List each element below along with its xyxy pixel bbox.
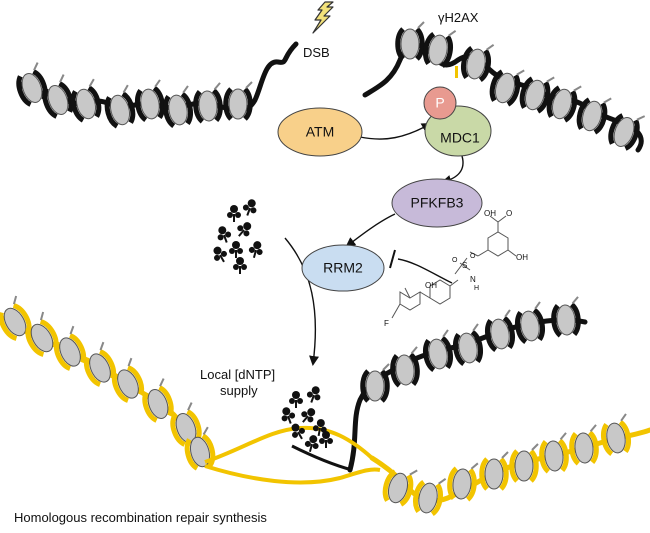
- dntp-molecule-icon: [291, 423, 305, 440]
- inhibitor-atom-labels: OH O OH OH S O O N H F: [384, 209, 528, 328]
- arrow-dntp-supply: [284, 237, 319, 366]
- dntp-molecule-icon: [281, 407, 296, 424]
- rrm2-node: RRM2: [301, 244, 385, 292]
- dntp-molecule-icon: [233, 257, 247, 274]
- atom-s: S: [462, 261, 467, 270]
- nucleosome: [539, 432, 569, 474]
- atom-o2: O: [452, 257, 458, 264]
- nucleosome: [515, 301, 545, 345]
- nucleosome: [135, 79, 165, 123]
- nucleosome: [519, 76, 555, 114]
- pfkfb3-label: PFKFB3: [411, 195, 464, 211]
- atom-n: N: [470, 275, 476, 284]
- rrm2-label: RRM2: [323, 260, 363, 276]
- nucleosome: [461, 43, 495, 83]
- atom-oh-top: OH: [484, 209, 496, 218]
- gamma-h2ax-label: γH2AX: [438, 10, 479, 25]
- inhibition-to-rrm2: [397, 258, 453, 284]
- nucleosome: [54, 325, 86, 371]
- nucleosome: [479, 451, 509, 491]
- nucleosome: [453, 323, 483, 367]
- dntp-molecule-icon: [319, 431, 333, 448]
- nucleosome: [112, 357, 144, 403]
- atom-o-top: O: [506, 209, 512, 218]
- nucleosome: [223, 81, 253, 121]
- dntp-cluster-upper: [213, 199, 263, 274]
- nucleosome: [423, 329, 453, 373]
- inhibition-bar: [389, 249, 396, 269]
- nucleosome: [163, 85, 193, 129]
- lightning-bolt-icon: [312, 1, 334, 34]
- nucleosome: [42, 74, 74, 119]
- nucleosome: [489, 69, 525, 107]
- dntp-molecule-icon: [289, 391, 303, 408]
- nucleosome: [390, 346, 420, 388]
- caption: Homologous recombination repair synthesi…: [14, 510, 267, 525]
- inhibitor-structure-icon: [391, 215, 517, 319]
- nucleosome: [608, 113, 646, 151]
- nucleosome: [193, 82, 223, 124]
- nucleosome: [551, 296, 581, 338]
- atm-node: ATM: [277, 107, 363, 157]
- dntp-molecule-icon: [306, 386, 321, 403]
- nucleosome: [413, 477, 447, 517]
- nucleosome: [142, 378, 174, 423]
- atm-label: ATM: [306, 124, 335, 140]
- dntp-molecule-icon: [242, 199, 257, 216]
- dntp-molecule-icon: [227, 205, 241, 222]
- dsb-label: DSB: [303, 45, 330, 60]
- arrow-mdc1-to-pfkfb3: [441, 155, 464, 185]
- lower-invading-chromatin: [347, 296, 588, 473]
- homologous-template-chromatin-right: [369, 413, 650, 517]
- nucleosome: [360, 363, 390, 403]
- nucleosome: [395, 21, 425, 61]
- nucleosome: [423, 29, 457, 69]
- pfkfb3-node: PFKFB3: [391, 178, 483, 228]
- dntp-molecule-icon: [229, 241, 243, 258]
- nucleosome: [601, 413, 631, 457]
- atom-oh-right: OH: [516, 253, 528, 262]
- nucleosome: [485, 309, 515, 353]
- gh2ax-mark: [455, 66, 458, 78]
- homologous-template-chromatin-left: [0, 295, 216, 471]
- nucleosome: [382, 469, 418, 507]
- nucleosome: [184, 426, 216, 471]
- local-dntp-label-line1: Local [dNTP]: [200, 367, 275, 382]
- nucleosome: [576, 97, 612, 135]
- dntp-molecule-icon: [304, 435, 319, 452]
- dntp-cluster-lower: [281, 386, 333, 452]
- d-loop: [204, 425, 381, 485]
- phospho-label: P: [435, 95, 444, 111]
- nucleosome: [509, 443, 539, 483]
- dntp-molecule-icon: [213, 246, 227, 263]
- dntp-molecule-icon: [217, 226, 232, 243]
- dntp-molecule-icon: [248, 241, 263, 258]
- phospho-node: P: [423, 86, 457, 120]
- dntp-molecule-icon: [237, 222, 252, 237]
- atom-f: F: [384, 319, 389, 328]
- mdc1-label: MDC1: [440, 130, 480, 146]
- nucleosome: [16, 62, 48, 107]
- atom-h: H: [474, 285, 479, 292]
- dntp-molecule-icon: [301, 408, 316, 423]
- arrow-pfkfb3-to-rrm2: [345, 213, 396, 248]
- atom-o1: O: [470, 253, 476, 260]
- nucleosome: [447, 462, 479, 502]
- nucleosome: [546, 85, 582, 123]
- arrow-atm-to-mdc1: [359, 123, 432, 140]
- nucleosome: [70, 78, 102, 123]
- local-dntp-label-line2: supply: [220, 383, 258, 398]
- left-broken-chromatin: [16, 41, 299, 129]
- nucleosome: [569, 424, 599, 466]
- right-gh2ax-chromatin: [362, 21, 646, 153]
- nucleosome: [104, 84, 136, 129]
- atom-oh-left: OH: [425, 281, 437, 290]
